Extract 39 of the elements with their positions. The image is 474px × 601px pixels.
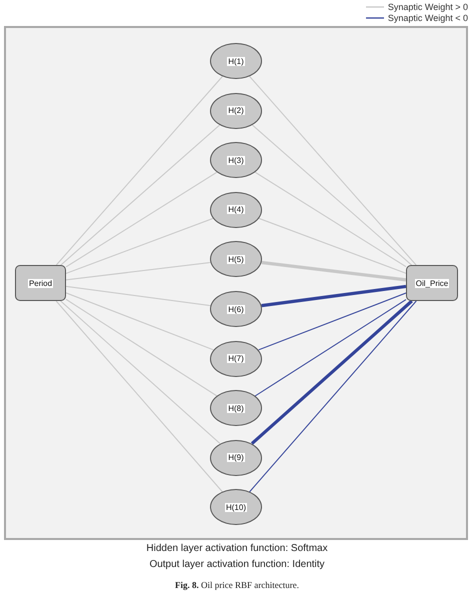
connection-line — [252, 124, 412, 266]
connection-line — [66, 262, 211, 280]
node-label: H(4) — [227, 205, 245, 214]
node-label: H(7) — [227, 354, 245, 364]
connection-line — [261, 260, 406, 282]
node-label: H(8) — [227, 404, 245, 413]
connection-line — [66, 172, 218, 268]
node-label: H(2) — [227, 106, 245, 116]
connection-line — [66, 218, 214, 274]
connection-line — [56, 300, 224, 492]
node-label: H(10) — [224, 502, 247, 512]
figure-caption: Fig. 8. Oil price RBF architecture. — [174, 580, 300, 590]
activation-note: Hidden layer activation function: Softmax — [145, 543, 329, 554]
connection-line — [250, 300, 413, 445]
node-label: H(3) — [227, 156, 245, 165]
connection-line — [249, 76, 417, 266]
node-label: H(6) — [227, 304, 245, 314]
node-label: H(1) — [227, 56, 245, 66]
activation-note: Output layer activation function: Identity — [148, 559, 326, 570]
layer-node — [406, 265, 458, 301]
connection-line — [254, 299, 406, 396]
connection-line — [60, 124, 220, 266]
node-label: H(5) — [227, 254, 245, 264]
connection-line — [258, 292, 406, 350]
connection-line — [254, 172, 406, 268]
connection-line — [258, 218, 406, 274]
legend-label: Synaptic Weight > 0 — [388, 2, 468, 12]
connection-line — [66, 298, 218, 396]
connection-line — [66, 286, 211, 306]
connection-line — [66, 292, 214, 350]
connection-line — [56, 76, 223, 266]
connection-line — [248, 300, 417, 492]
layer-node — [15, 265, 66, 301]
node-label: Oil_Price — [414, 278, 450, 288]
node-label: H(9) — [227, 453, 245, 462]
connection-line — [261, 284, 406, 308]
node-label: Period — [28, 278, 54, 288]
legend-label: Synaptic Weight < 0 — [388, 13, 468, 23]
connection-line — [60, 300, 221, 444]
